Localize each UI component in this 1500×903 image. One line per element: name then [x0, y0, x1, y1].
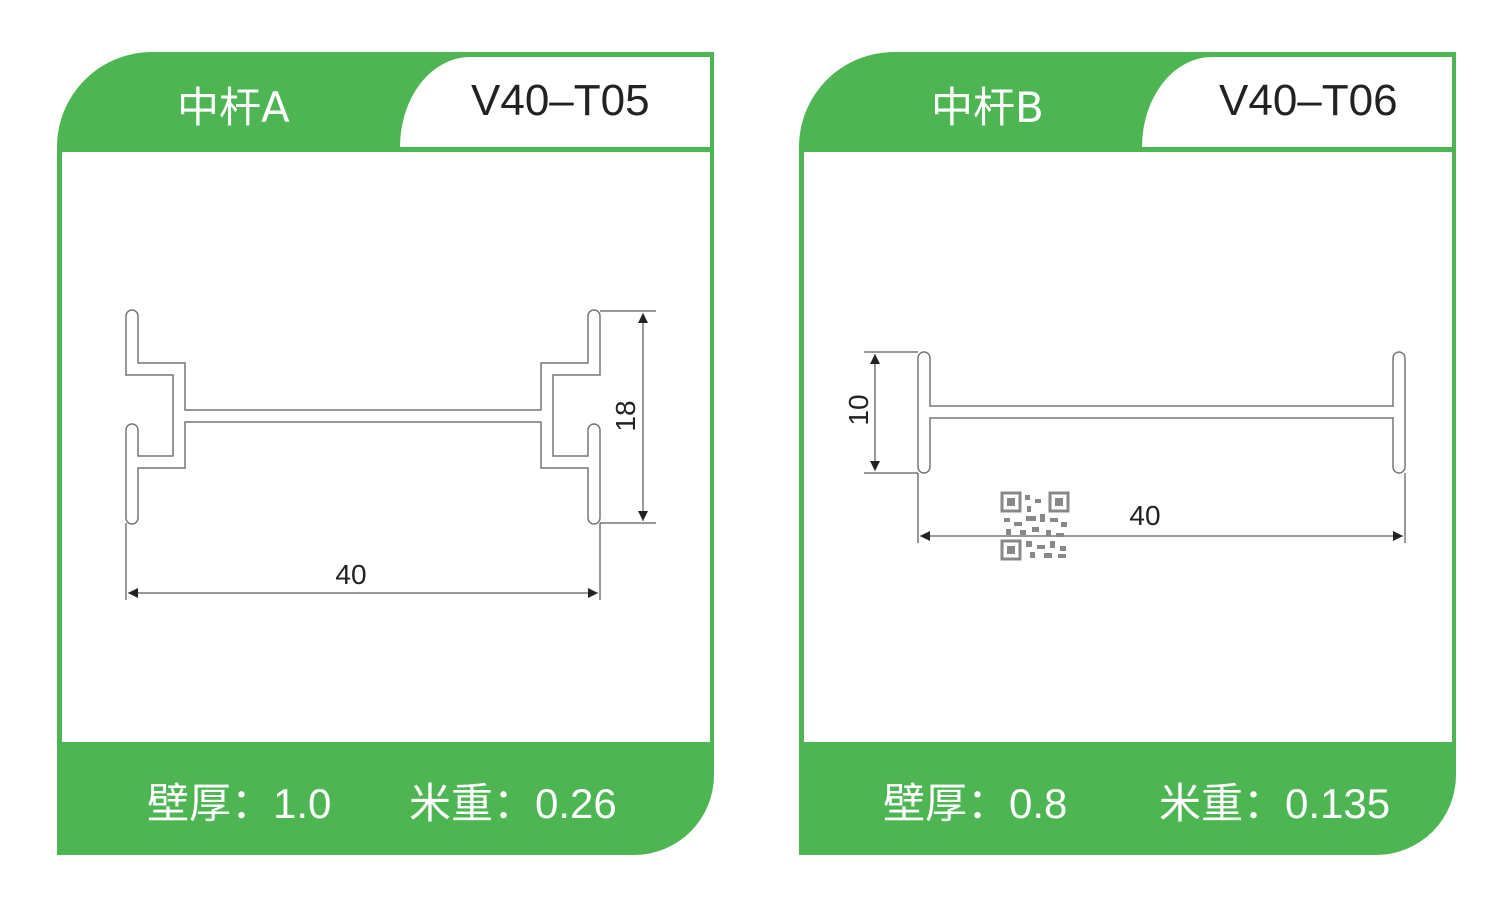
- weight-label: 米重：: [409, 780, 536, 827]
- wall-thickness: 壁厚：1.0: [147, 770, 331, 831]
- dim-height-label: 10: [843, 394, 874, 425]
- profile-code: V40–T06: [1219, 76, 1398, 125]
- meter-weight: 米重：0.135: [1159, 770, 1390, 831]
- dim-height-label: 18: [610, 400, 641, 431]
- meter-weight: 米重：0.26: [409, 770, 617, 831]
- dim-width-label: 40: [1129, 500, 1160, 531]
- profile-name: 中杆B: [931, 83, 1044, 132]
- profile-a-dimensions: [125, 310, 656, 600]
- wall-label: 壁厚：: [147, 780, 274, 827]
- profile-code: V40–T05: [471, 76, 650, 125]
- code-tab: [1142, 57, 1452, 147]
- profile-card-a: 中杆A V40–T05 壁厚：1.0 米重：0.26: [57, 52, 714, 855]
- weight-value: 0.26: [535, 780, 617, 827]
- dim-width-label: 40: [335, 559, 366, 590]
- wall-label: 壁厚：: [883, 780, 1010, 827]
- weight-value: 0.135: [1285, 780, 1391, 827]
- wall-thickness: 壁厚：0.8: [883, 770, 1067, 831]
- wall-value: 0.8: [1009, 780, 1068, 827]
- qr-code-icon: [1000, 491, 1070, 561]
- profile-b-section: [917, 351, 1406, 474]
- profile-b-dimensions: [864, 351, 1406, 543]
- profile-name: 中杆A: [177, 83, 290, 132]
- weight-label: 米重：: [1159, 780, 1286, 827]
- drawing-area: [804, 152, 1452, 742]
- profile-a-section: [125, 309, 601, 525]
- wall-value: 1.0: [273, 780, 332, 827]
- drawing-area: [62, 152, 710, 742]
- code-tab: [400, 57, 710, 147]
- profile-card-b: 中杆B V40–T06 壁厚：0.8 米重：0.135: [799, 52, 1456, 855]
